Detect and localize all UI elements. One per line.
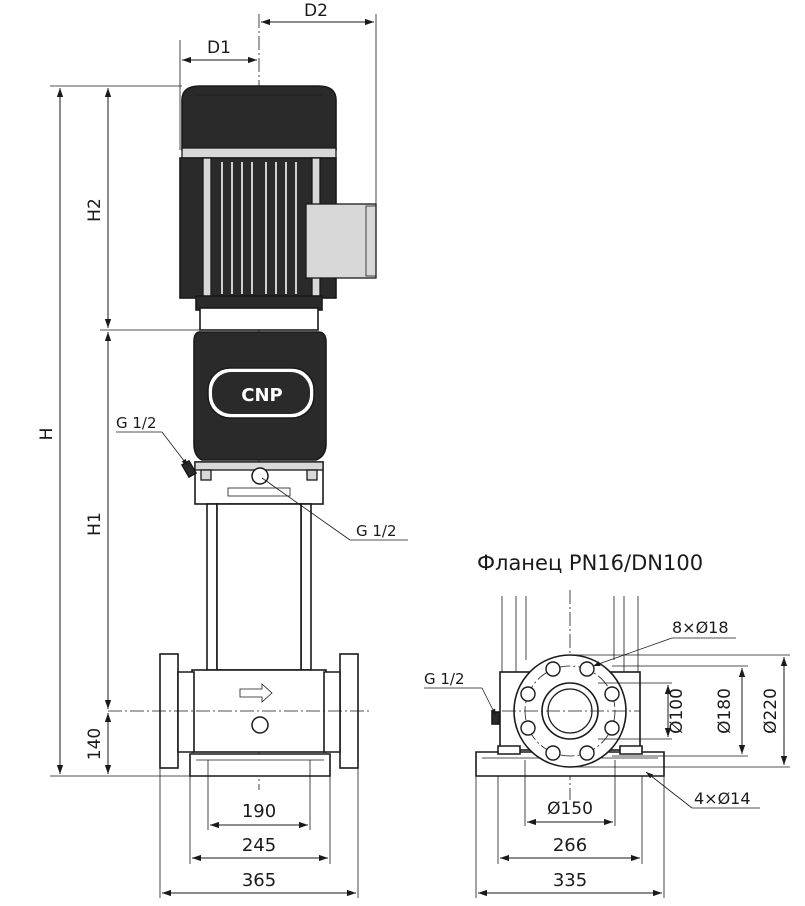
bolt-hole: [545, 661, 561, 677]
label-h: H: [37, 428, 57, 441]
label-245: 245: [242, 835, 276, 856]
label-190: 190: [242, 801, 276, 822]
label-g12-side: G 1/2: [424, 670, 465, 688]
label-d2: D2: [304, 1, 328, 21]
motor-fan-cover: [181, 85, 337, 151]
bolt-hole: [579, 745, 595, 761]
motor-cover-ring: [181, 147, 337, 159]
label-365: 365: [242, 870, 276, 891]
tie-rod-right: [300, 503, 312, 671]
bolt-holes: [520, 661, 620, 761]
label-h1: H1: [85, 512, 105, 536]
front-view: CNP: [37, 1, 408, 898]
flow-direction-arrow: [239, 683, 273, 703]
label-bolt-holes: 8×Ø18: [672, 618, 729, 637]
label-d100: Ø100: [667, 688, 687, 734]
side-vent-screw: [491, 711, 500, 725]
label-d1: D1: [207, 38, 231, 58]
label-266: 266: [553, 835, 587, 856]
bolt-hole: [545, 745, 561, 761]
label-d150: Ø150: [547, 799, 593, 819]
label-d180: Ø180: [715, 688, 735, 734]
label-base-holes: 4×Ø14: [694, 789, 751, 808]
drain-plug: [251, 716, 269, 734]
upper-vent-screw: [180, 459, 198, 479]
bolt-hole: [579, 661, 595, 677]
tie-rod-left: [206, 503, 218, 671]
vent-plug: [251, 467, 269, 485]
bolt-hole: [604, 686, 620, 702]
label-g12-drain: G 1/2: [356, 522, 397, 540]
flange-view: Фланец PN16/DN100: [424, 551, 790, 898]
label-g12-upper: G 1/2: [116, 414, 157, 432]
label-h2: H2: [85, 198, 105, 222]
bolt-hole: [604, 720, 620, 736]
flange-title: Фланец PN16/DN100: [477, 551, 703, 575]
label-140: 140: [85, 728, 105, 760]
terminal-box: [305, 203, 377, 279]
label-d220: Ø220: [761, 688, 781, 734]
label-335: 335: [553, 870, 587, 891]
brand-logo-text: CNP: [241, 385, 282, 406]
bolt-hole: [520, 686, 536, 702]
bolt-hole: [520, 720, 536, 736]
pump-sleeve: [216, 503, 302, 671]
pump-foot: [189, 753, 331, 777]
motor-ribs: [221, 162, 297, 294]
